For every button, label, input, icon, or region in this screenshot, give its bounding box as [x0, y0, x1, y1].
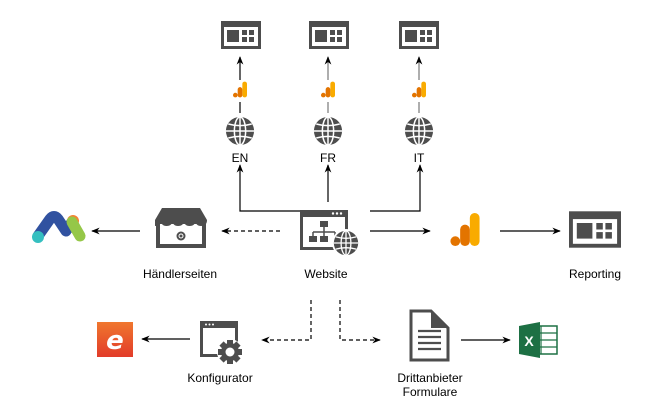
website-sitemap-globe-icon [300, 210, 360, 257]
analytics-icon-main [450, 213, 480, 246]
browser-dashboard-icon-reporting [569, 211, 621, 248]
analytics-icon-fr [321, 81, 335, 98]
excel-icon: X [519, 322, 558, 358]
storefront-icon [155, 208, 207, 248]
label-it: IT [413, 151, 425, 165]
label-website: Website [304, 267, 348, 281]
label-formulare-line2: Formulare [402, 385, 458, 399]
document-icon [409, 309, 450, 362]
label-en: EN [231, 151, 249, 165]
connector-website-konfigurator [261, 300, 312, 344]
browser-dashboard-icon-it [399, 21, 439, 49]
analytics-icon-en [233, 81, 247, 98]
excel-glyph: X [524, 333, 534, 349]
label-haendlerseiten: Händlerseiten [142, 267, 218, 281]
connector-website-en [236, 164, 300, 212]
browser-dashboard-icon-en [221, 21, 261, 49]
globe-icon-en [225, 116, 255, 146]
etracker-glyph: e [106, 326, 124, 356]
browser-dashboard-icon-fr [309, 21, 349, 49]
label-formulare-line1: Drittanbieter [397, 371, 463, 385]
label-reporting: Reporting [568, 267, 622, 281]
analytics-icon-it [412, 81, 426, 98]
globe-icon-fr [313, 116, 343, 146]
label-fr: FR [320, 151, 336, 165]
globe-icon-it [404, 116, 434, 146]
matomo-logo-icon [32, 211, 86, 243]
window-gear-icon [200, 321, 243, 365]
connector-website-formulare [339, 300, 381, 344]
etracker-logo-icon: e [97, 322, 133, 357]
connector-website-it [370, 164, 424, 212]
label-konfigurator: Konfigurator [187, 371, 253, 385]
connectors [91, 56, 561, 344]
